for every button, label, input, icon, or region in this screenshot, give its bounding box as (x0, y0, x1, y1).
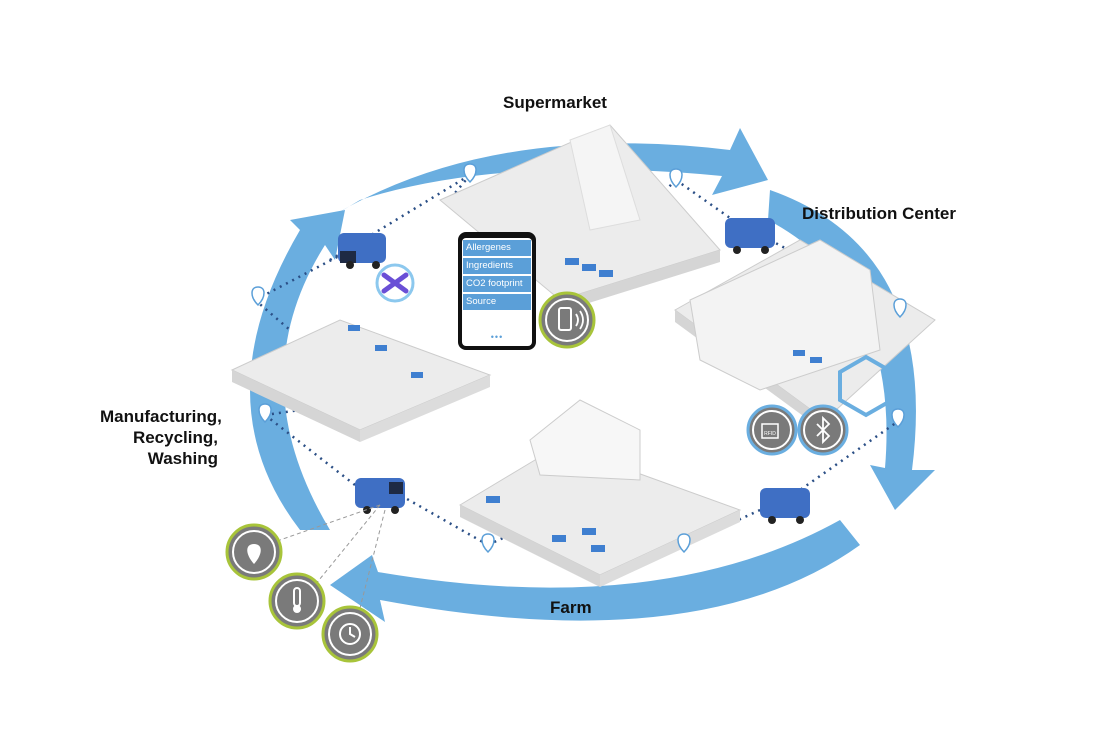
phone-item-source[interactable]: Source (463, 294, 531, 310)
pin-icon (677, 533, 691, 554)
label-line: Manufacturing, (100, 407, 222, 426)
thermometer-icon (268, 572, 326, 630)
distribution-platform (674, 239, 936, 432)
label-distribution-center: Distribution Center (802, 204, 956, 223)
arrow-right (768, 190, 935, 510)
phone-item-allergenes[interactable]: Allergenes (463, 240, 531, 256)
truck-icon (355, 478, 405, 514)
arrow-bottom (330, 520, 860, 622)
sensor-lines (279, 504, 386, 609)
label-line: Washing (147, 449, 218, 468)
pallet-hexagon (838, 354, 894, 418)
crates (348, 258, 822, 552)
pin-icon (258, 403, 272, 424)
manufacturing-platform (230, 319, 492, 442)
label-line: Recycling, (132, 428, 218, 447)
pin-icon (463, 163, 477, 184)
nfc-phone-icon (538, 291, 596, 349)
brand-logo-icon (375, 263, 415, 303)
truck-icon (725, 218, 775, 254)
trucks (338, 218, 810, 524)
arrow-top (318, 128, 768, 225)
pin-icon (893, 298, 907, 319)
more-dots[interactable]: ••• (490, 332, 504, 342)
pin-icon (891, 408, 905, 429)
rfid-label: RFID (764, 431, 776, 437)
label-farm: Farm (550, 598, 592, 617)
location-sensor-icon (225, 523, 283, 581)
truck-icon (338, 233, 386, 269)
label-manufacturing: Manufacturing, Recycling, Washing (100, 406, 222, 469)
pin-icon (251, 286, 265, 307)
smartphone: Allergenes Ingredients CO2 footprint Sou… (458, 232, 536, 350)
platforms (230, 124, 936, 587)
rfid-icon: RFID (746, 404, 798, 456)
location-pins (251, 163, 907, 554)
farm-platform (458, 399, 742, 587)
phone-item-co2[interactable]: CO2 footprint (463, 276, 531, 292)
clock-icon (321, 605, 379, 663)
phone-screen: Allergenes Ingredients CO2 footprint Sou… (462, 238, 532, 346)
truck-icon (760, 488, 810, 524)
label-supermarket: Supermarket (503, 93, 607, 112)
phone-item-ingredients[interactable]: Ingredients (463, 258, 531, 274)
bluetooth-icon (797, 404, 849, 456)
pin-icon (481, 533, 495, 554)
pin-icon (669, 168, 683, 189)
